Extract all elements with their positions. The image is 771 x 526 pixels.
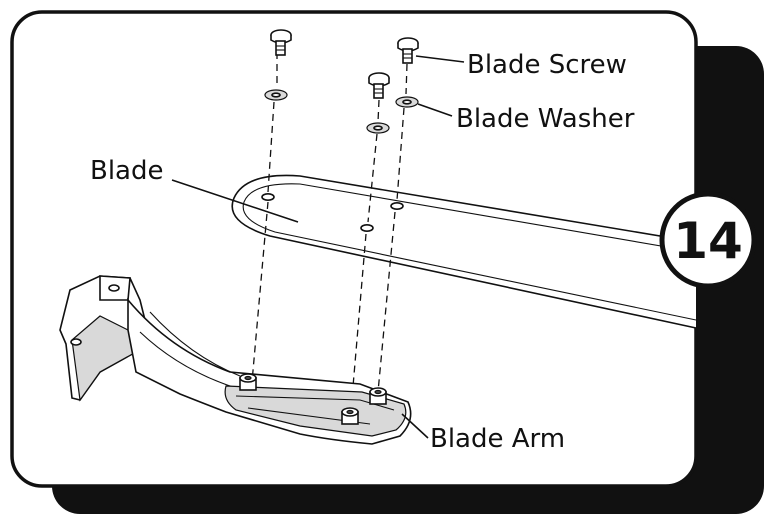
blade-screw-group [270,29,419,99]
arm-boss [341,407,359,425]
blade-screw [397,37,419,64]
label-blade: Blade [90,156,164,186]
leader-lines [171,55,465,439]
blade-screw [368,72,390,99]
step-badge: 14 [659,191,757,289]
arm-boss [239,373,257,391]
blade-washer-group [264,89,419,134]
blade-washer [264,89,288,101]
blade-washer [395,96,419,108]
label-blade-arm: Blade Arm [430,424,565,454]
blade-washer [366,122,390,134]
blade [231,174,697,329]
label-blade-washer: Blade Washer [456,104,635,134]
blade-arm [59,275,412,445]
arm-boss [369,387,387,405]
blade-screw [270,29,292,56]
alignment-lines [251,52,408,411]
blade-hole [390,202,404,211]
blade-hole [261,193,275,202]
label-blade-screw: Blade Screw [467,50,627,80]
step-number: 14 [673,212,743,270]
blade-hole [360,224,374,233]
